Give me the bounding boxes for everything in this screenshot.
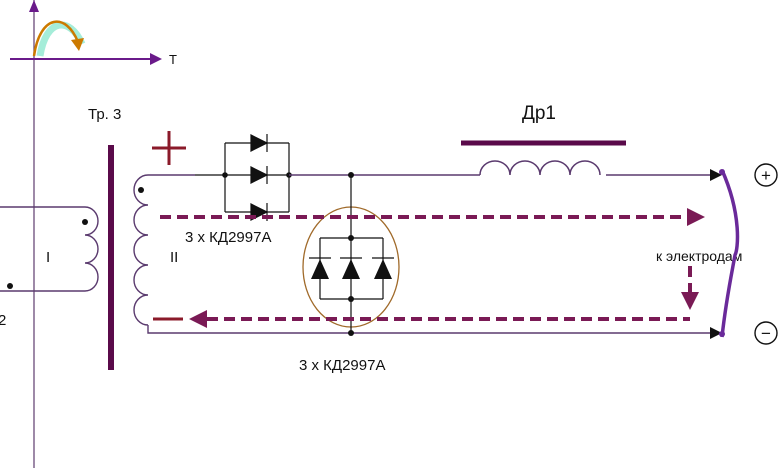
time-axes: T [10, 0, 177, 468]
pulse-glow [36, 21, 86, 57]
diode-top-1 [250, 134, 269, 152]
transformer: Тр. 3 I 2 II [0, 106, 440, 370]
junction-dot-bottom [348, 330, 354, 336]
top-diodes-label: 3 х КД2997А [185, 229, 271, 246]
electrode-top-dot [719, 169, 725, 175]
choke-dr1: Др1 [461, 103, 626, 176]
time-axis-arrow [150, 53, 162, 65]
pulse-arrow-head [71, 38, 84, 51]
minus-terminal-sign: − [761, 324, 771, 343]
minus-terminal: − [754, 321, 778, 345]
diode-top-2 [250, 166, 269, 184]
plus-polarity-marker [152, 131, 186, 165]
junction-dot-top [348, 172, 354, 178]
choke-coil [479, 160, 601, 176]
minus-terminal-circle [754, 321, 778, 345]
transformer-label: Тр. 3 [88, 106, 121, 123]
middle-diode-group [302, 172, 400, 336]
current-arrow-forward [687, 208, 705, 226]
plus-terminal-circle [754, 163, 778, 187]
diode-mid-2 [342, 259, 360, 279]
vertical-axis-arrow [29, 0, 39, 12]
pulse-wave [32, 20, 80, 57]
secondary-winding-label: II [170, 249, 178, 266]
diode-mid-1 [311, 259, 329, 279]
junction-dot-mid-top [348, 235, 354, 241]
current-arrow-down [681, 292, 699, 310]
primary-terminal-label: 2 [0, 312, 6, 329]
primary-winding [0, 206, 99, 292]
negative-arrow [710, 327, 722, 339]
primary-dot [82, 219, 88, 225]
current-path [160, 208, 705, 328]
top-diode-group [195, 134, 292, 221]
positive-arrow [710, 169, 722, 181]
secondary-winding [133, 174, 440, 334]
bottom-diodes-label: 3 х КД2997А [299, 357, 385, 374]
plus-terminal: + [754, 163, 778, 187]
time-axis-label: T [169, 52, 177, 67]
plus-terminal-sign: + [761, 166, 771, 185]
electrode-curve [720, 169, 740, 338]
electrodes-label: к электродам [656, 248, 742, 264]
choke-label: Др1 [522, 103, 556, 124]
diode-mid-3 [374, 259, 392, 279]
primary-terminal-dot [7, 283, 13, 289]
junction-dot-mid-bottom [348, 296, 354, 302]
electrode-bottom-dot [719, 331, 725, 337]
secondary-dot [138, 187, 144, 193]
current-arrow-return [189, 310, 207, 328]
primary-winding-label: I [46, 249, 50, 266]
